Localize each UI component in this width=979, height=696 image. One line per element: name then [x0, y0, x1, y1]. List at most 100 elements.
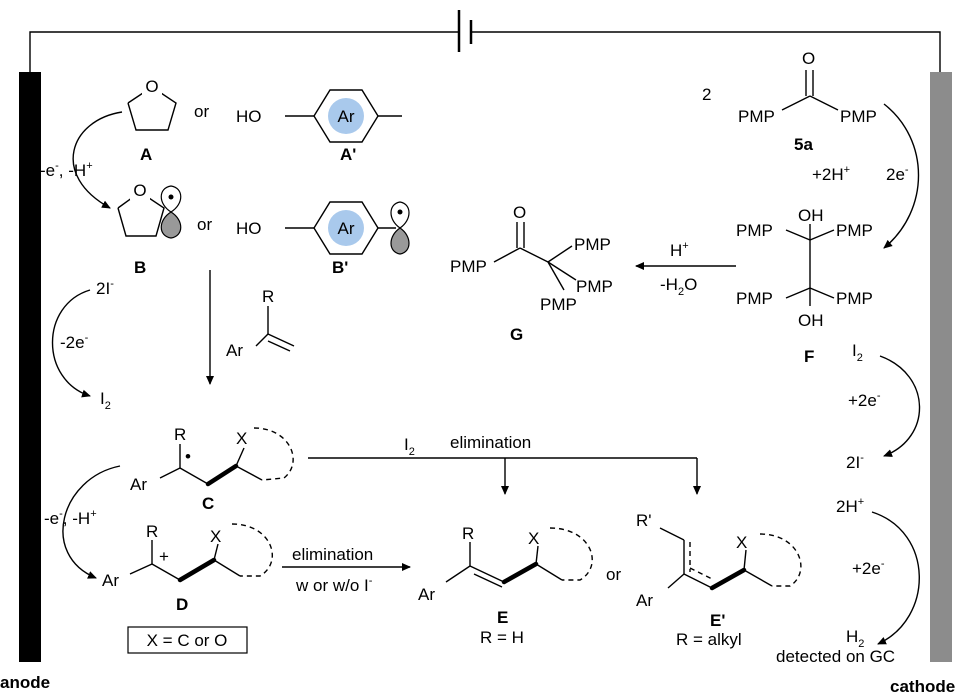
elimination-label: elimination — [292, 545, 373, 564]
x-label: X — [528, 529, 539, 548]
label-F: F — [804, 347, 814, 366]
plus-2e-step: +2e- — [852, 558, 885, 578]
r-label: R — [462, 524, 474, 543]
pmp-group: PMP — [736, 289, 773, 308]
oxygen-atom: O — [145, 77, 158, 96]
label-D: D — [176, 595, 188, 614]
radical-dot: • — [185, 447, 191, 466]
ar-label: Ar — [338, 219, 355, 238]
label-B-prime: B' — [332, 258, 348, 277]
p-orbital-lobe — [160, 211, 182, 239]
anode-electrode — [19, 72, 41, 662]
ketone-5a — [781, 70, 839, 111]
proton-reactant: 2H+ — [836, 496, 864, 516]
label-E: E — [497, 608, 508, 627]
stoich-coefficient: 2 — [702, 85, 711, 104]
p-orbital-lobe — [390, 227, 410, 255]
iodine-product: I2 — [100, 389, 111, 412]
oxidation-arrow — [72, 111, 123, 209]
acid-catalyst: H+ — [670, 240, 689, 260]
alkene-substrate — [255, 306, 295, 352]
ar-label: Ar — [636, 591, 653, 610]
label-A: A — [140, 145, 152, 164]
electron-step: 2e- — [886, 164, 909, 184]
proton-step: +2H+ — [812, 164, 850, 184]
gc-detection-note: detected on GC — [776, 647, 895, 666]
ar-label: Ar — [130, 475, 147, 494]
e-prime-condition: R = alkyl — [676, 630, 742, 649]
pmp-group: PMP — [836, 289, 873, 308]
or-text: or — [194, 102, 209, 121]
r-label: R — [146, 522, 158, 541]
compound-A-prime-cresol — [285, 89, 402, 143]
e-condition: R = H — [480, 628, 524, 647]
anode-label: anode — [0, 673, 50, 692]
pinacol-reduction-arrow — [883, 103, 920, 249]
radical-dot — [168, 194, 174, 200]
oxygen-atom: O — [802, 49, 815, 68]
iodide-product: 2I- — [846, 452, 864, 472]
iodine-elimination-arrows — [308, 457, 701, 495]
x-definition: X = C or O — [147, 631, 228, 650]
aromatic-ring — [328, 98, 364, 134]
ar-label: Ar — [338, 107, 355, 126]
label-5a: 5a — [794, 135, 813, 154]
cathode-label: cathode — [890, 677, 955, 696]
ho-label: HO — [236, 219, 262, 238]
plus-2e-step: +2e- — [848, 390, 881, 410]
product-E — [445, 527, 593, 588]
ar-label: Ar — [418, 585, 435, 604]
ar-label: Ar — [226, 341, 243, 360]
elimination-label: elimination — [450, 433, 531, 452]
oxidation-step: -e-, -H+ — [40, 160, 93, 180]
pinacol-F — [785, 224, 835, 306]
iodide-condition: w or w/o I- — [295, 575, 373, 595]
product-E-prime — [659, 527, 802, 591]
intermediate-D-carbocation — [129, 523, 273, 583]
hydrogen-evolution-arrow — [871, 511, 920, 645]
x-definition-box — [127, 626, 248, 654]
pmp-group: PMP — [576, 277, 613, 296]
oxygen-atom: O — [133, 181, 146, 200]
iodide-oxidation-arrow — [51, 289, 91, 398]
dehydration-label: -H2O — [660, 275, 697, 298]
oxygen-atom: O — [513, 203, 526, 222]
label-B: B — [134, 258, 146, 277]
r-label: R — [174, 425, 186, 444]
oxidation-step: -e-, -H+ — [44, 508, 97, 528]
compound-A-thf: O — [127, 76, 177, 131]
r-label: R — [262, 287, 274, 306]
label-E-prime: E' — [710, 611, 725, 630]
circuit — [29, 10, 941, 72]
iodine-reduction-arrow — [879, 355, 921, 457]
pmp-group: PMP — [840, 107, 877, 126]
compound-B-thf-radical: O — [117, 180, 182, 239]
pinacolone-G — [493, 222, 577, 291]
oxidation-arrow — [62, 465, 121, 579]
pmp-group: PMP — [736, 221, 773, 240]
pmp-group: PMP — [540, 295, 577, 314]
aromatic-ring — [328, 210, 364, 246]
ho-label: HO — [236, 107, 262, 126]
pmp-group: PMP — [450, 257, 487, 276]
or-text: or — [606, 565, 621, 584]
compound-B-prime-benzyl-radical — [285, 201, 410, 255]
iodine-reactant: I2 — [852, 341, 863, 364]
pmp-group: PMP — [836, 221, 873, 240]
minus-2e-step: -2e- — [60, 332, 89, 352]
label-A-prime: A' — [340, 145, 356, 164]
x-label: X — [236, 429, 247, 448]
x-label: X — [210, 527, 221, 546]
iodine-reagent: I2 — [404, 435, 415, 458]
label-C: C — [202, 494, 214, 513]
ar-label: Ar — [102, 571, 119, 590]
intermediate-C-radical — [159, 427, 294, 487]
pmp-group: PMP — [738, 107, 775, 126]
pmp-group: PMP — [574, 235, 611, 254]
iodide-reactant: 2I- — [96, 278, 114, 298]
or-text: or — [197, 215, 212, 234]
hydrogen-product: H2 — [846, 627, 864, 650]
radical-dot — [397, 209, 403, 215]
cation-plus: + — [159, 547, 169, 566]
